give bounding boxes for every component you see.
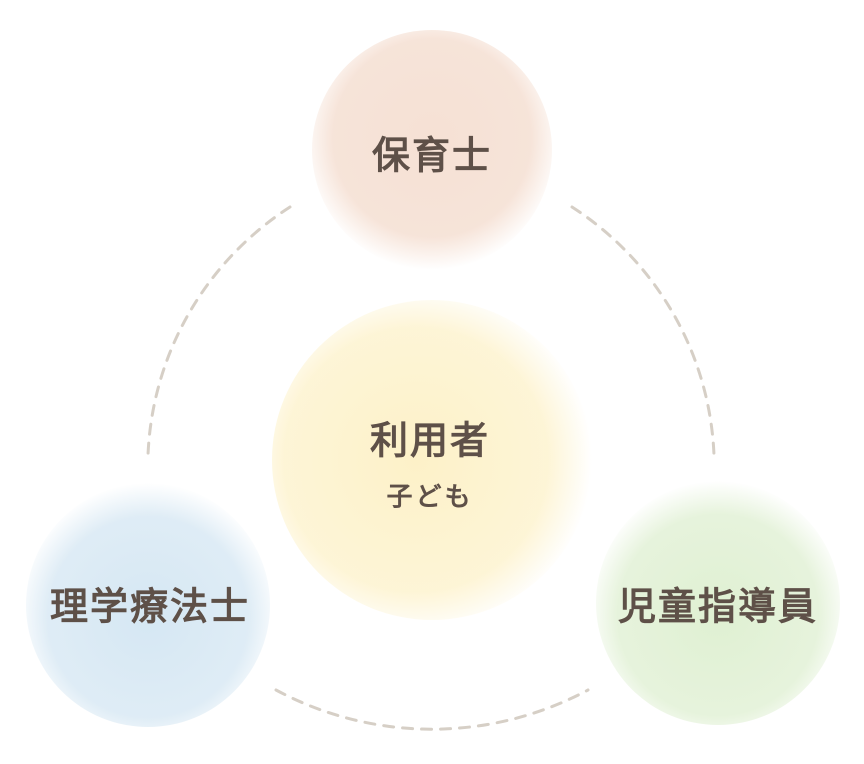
connector-top-left: [146, 205, 292, 457]
connector-top-right: [570, 205, 716, 457]
node-label-center: 利用者: [369, 418, 491, 463]
node-label-left: 理学療法士: [49, 584, 251, 629]
node-label-right: 児童指導員: [617, 584, 819, 629]
node-circle-top: [312, 30, 552, 270]
node-circle-right: [596, 481, 840, 725]
node-sublabel-center: 子ども: [386, 482, 474, 513]
node-label-top: 保育士: [371, 133, 493, 178]
node-circle-center: [272, 300, 592, 620]
connector-left-right: [274, 688, 590, 731]
node-circle-left: [26, 483, 270, 727]
